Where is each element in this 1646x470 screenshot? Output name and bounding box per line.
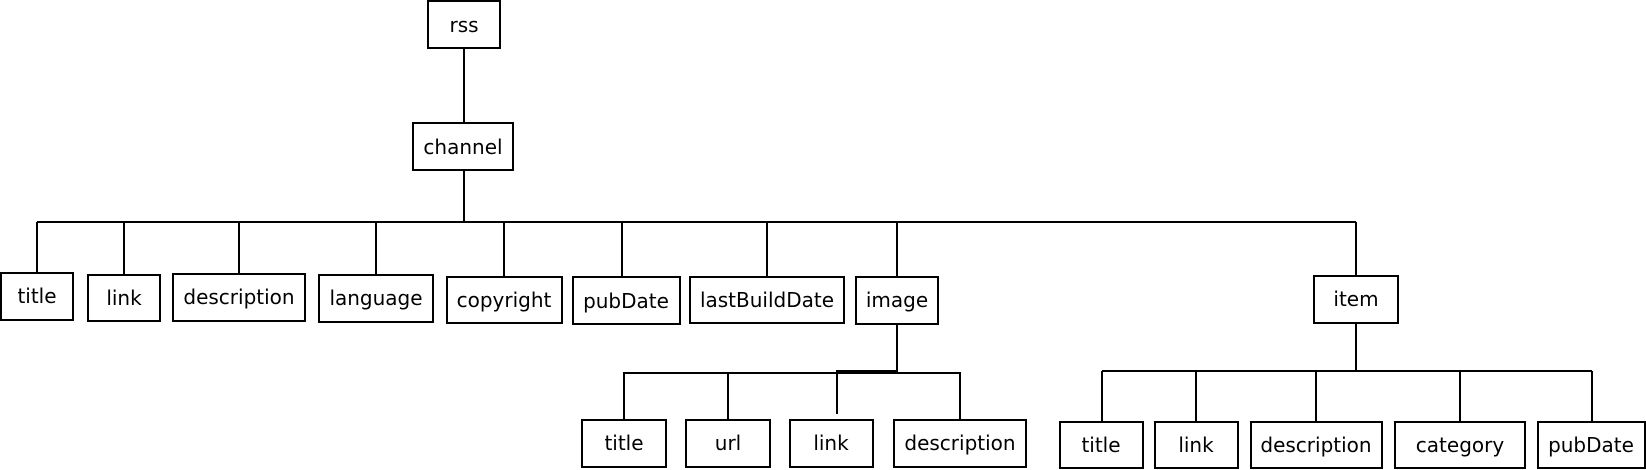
node-item-title: title: [1059, 421, 1144, 469]
node-channel-title: title: [0, 272, 74, 321]
node-channel-language: language: [318, 274, 434, 323]
node-label-image-url: url: [715, 431, 741, 455]
node-label-item-link: link: [1178, 433, 1214, 457]
node-label-channel-language: language: [329, 286, 422, 310]
node-label-image-description: description: [904, 431, 1015, 455]
node-label-channel-description: description: [183, 285, 294, 309]
node-image-url: url: [685, 419, 771, 468]
node-label-item-description: description: [1260, 433, 1371, 457]
node-channel-lastbuilddate: lastBuildDate: [689, 276, 845, 324]
node-label-channel-copyright: copyright: [457, 288, 552, 312]
node-label-item: item: [1333, 287, 1378, 311]
node-label-channel: channel: [423, 135, 502, 159]
node-label-channel-lastbuilddate: lastBuildDate: [700, 288, 834, 312]
node-image-link: link: [789, 419, 874, 468]
node-label-image: image: [866, 288, 928, 312]
node-rss: rss: [427, 0, 501, 49]
node-label-rss: rss: [449, 13, 478, 37]
node-label-item-category: category: [1416, 433, 1505, 457]
node-item-pubdate: pubDate: [1537, 421, 1646, 469]
node-channel-pubdate: pubDate: [572, 276, 681, 325]
node-channel-description: description: [172, 273, 306, 322]
node-item-link: link: [1154, 421, 1239, 469]
node-image-description: description: [893, 419, 1027, 468]
node-label-image-link: link: [813, 431, 849, 455]
node-label-channel-link: link: [106, 286, 142, 310]
node-label-item-pubdate: pubDate: [1548, 433, 1634, 457]
node-image: image: [855, 276, 939, 325]
node-image-title: title: [581, 419, 667, 468]
node-item: item: [1313, 275, 1399, 324]
node-channel-copyright: copyright: [446, 276, 563, 324]
node-label-channel-title: title: [17, 284, 56, 308]
node-item-category: category: [1394, 421, 1526, 469]
node-label-channel-pubdate: pubDate: [583, 289, 669, 313]
node-channel: channel: [412, 122, 514, 171]
node-item-description: description: [1250, 421, 1383, 469]
node-label-item-title: title: [1081, 433, 1120, 457]
tree-edges: [36, 48, 1593, 422]
node-channel-link: link: [87, 274, 161, 322]
node-label-image-title: title: [604, 431, 643, 455]
edge-image-horizontal-bus: [837, 372, 961, 420]
